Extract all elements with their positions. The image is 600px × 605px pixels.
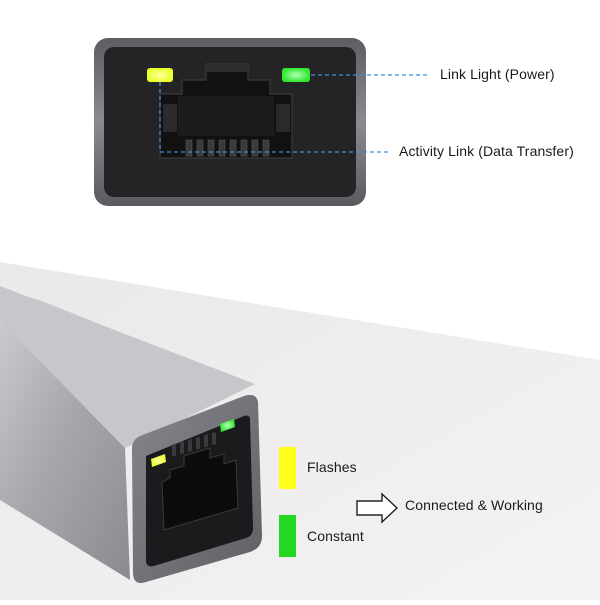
flashes-label: Flashes <box>307 459 357 475</box>
constant-swatch <box>279 515 296 557</box>
flashes-swatch <box>279 447 296 489</box>
connected-working-label: Connected & Working <box>405 497 543 513</box>
constant-label: Constant <box>307 528 364 544</box>
leader-lines <box>159 74 430 153</box>
top-yellow-led <box>147 68 173 82</box>
bottom-yellow-led <box>151 454 166 467</box>
outline-right-arrow-icon <box>356 492 399 524</box>
bottom-green-led <box>220 419 235 432</box>
activity-link-label: Activity Link (Data Transfer) <box>399 143 574 159</box>
top-port-closeup <box>94 38 366 206</box>
activity-link-leader-line <box>159 82 390 153</box>
top-green-led <box>282 68 310 82</box>
link-light-label: Link Light (Power) <box>440 66 555 82</box>
adapter-body <box>0 286 262 583</box>
